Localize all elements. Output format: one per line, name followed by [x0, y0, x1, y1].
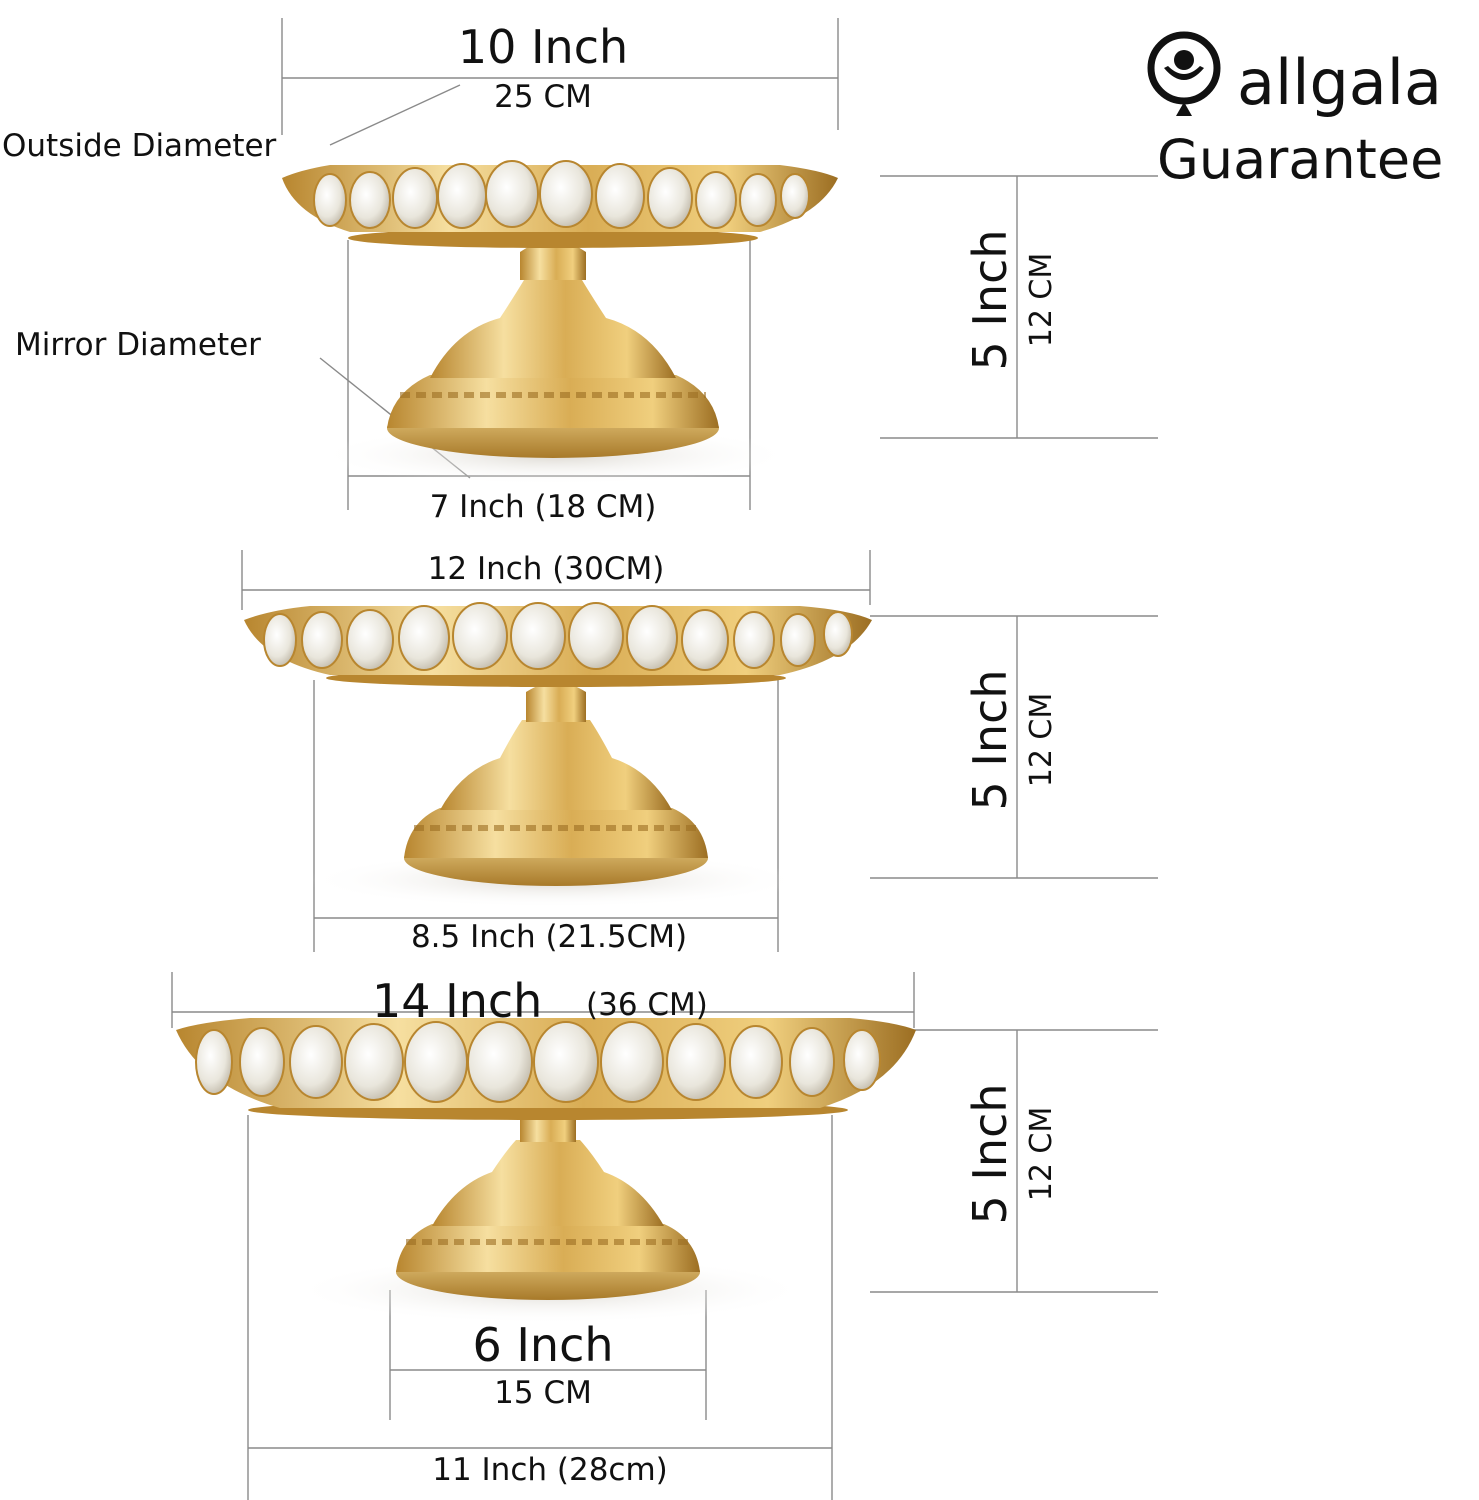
crystal-row-medium	[263, 602, 853, 671]
height-large-cm: 12 CM	[1024, 1106, 1059, 1202]
outside-diameter-small: 10 Inch	[457, 20, 629, 74]
outside-diameter-large-cm: (36 CM)	[586, 987, 708, 1023]
crystal-row-small	[313, 160, 810, 229]
mirror-diameter-label: Mirror Diameter	[15, 327, 261, 363]
brand-name: allgala	[1237, 46, 1443, 119]
mirror-diameter-small: 7 Inch (18 CM)	[429, 489, 657, 525]
outside-diameter-medium: 12 Inch (30CM)	[427, 551, 665, 587]
height-large: 5 Inch	[963, 1083, 1017, 1225]
outside-diameter-large: 14 Inch	[372, 974, 543, 1028]
location-pin-circle-icon	[1147, 31, 1221, 116]
stand-medium	[244, 602, 872, 908]
height-medium: 5 Inch	[963, 669, 1017, 811]
height-small-cm: 12 CM	[1024, 252, 1059, 348]
base-diameter-large: 6 Inch	[472, 1318, 614, 1372]
outside-diameter-label: Outside Diameter	[2, 128, 277, 164]
base-diameter-large-cm: 15 CM	[494, 1375, 592, 1411]
height-medium-cm: 12 CM	[1024, 692, 1059, 788]
dimension-lines	[171, 18, 1158, 1500]
crystal-row-large	[195, 1021, 881, 1103]
stand-small	[282, 160, 838, 485]
outside-diameter-small-cm: 25 CM	[494, 79, 592, 115]
mirror-diameter-medium: 8.5 Inch (21.5CM)	[410, 919, 688, 955]
mirror-diameter-large: 11 Inch (28cm)	[432, 1452, 668, 1488]
brand-tagline: Guarantee	[1157, 128, 1444, 191]
stand-large	[176, 1018, 916, 1324]
height-small: 5 Inch	[963, 229, 1017, 371]
